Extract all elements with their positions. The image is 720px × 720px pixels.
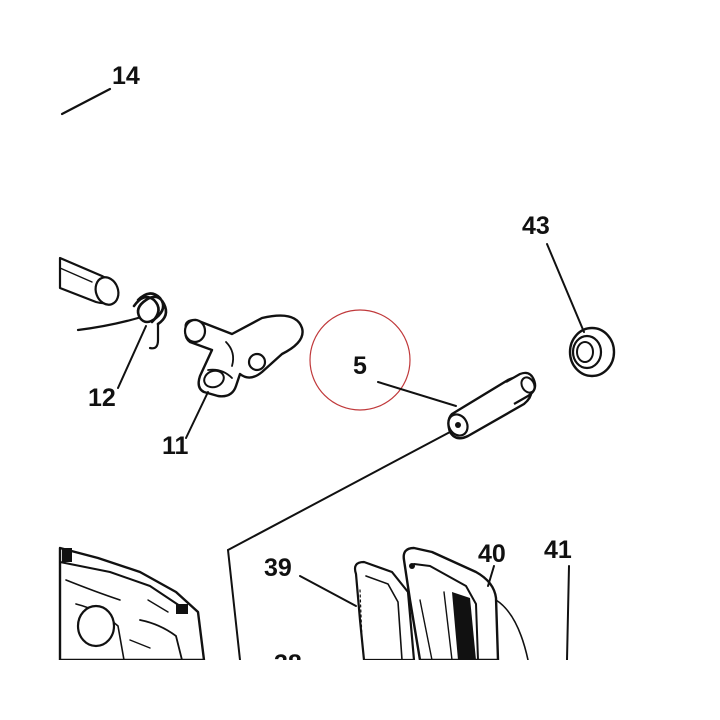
callout-5: 5	[353, 352, 367, 380]
leader-11	[185, 391, 209, 439]
leader-39	[299, 575, 357, 607]
callout-41: 41	[544, 536, 572, 564]
bushing-part-43	[568, 326, 616, 378]
callout-39: 39	[264, 554, 292, 582]
assembly-line	[227, 431, 451, 661]
spring-part-12	[76, 292, 168, 350]
leader-14	[60, 87, 112, 116]
callout-11: 11	[162, 432, 189, 460]
gasket-part-39	[353, 560, 416, 662]
highlight-circle	[309, 309, 411, 411]
lever-part-11	[183, 314, 304, 398]
leader-5	[377, 381, 457, 407]
leader-40	[487, 565, 495, 587]
leader-41	[566, 565, 570, 661]
callout-40: 40	[478, 540, 506, 568]
shaft-part	[58, 256, 120, 306]
callout-14: 14	[112, 62, 140, 90]
callout-12: 12	[88, 384, 116, 412]
cover-part-40	[402, 546, 529, 662]
callout-43: 43	[522, 212, 550, 240]
leader-12	[117, 325, 147, 389]
crop-mask	[0, 660, 720, 720]
leader-43	[546, 243, 585, 333]
pin-part-5	[447, 371, 537, 440]
crankcase-part	[58, 546, 206, 662]
